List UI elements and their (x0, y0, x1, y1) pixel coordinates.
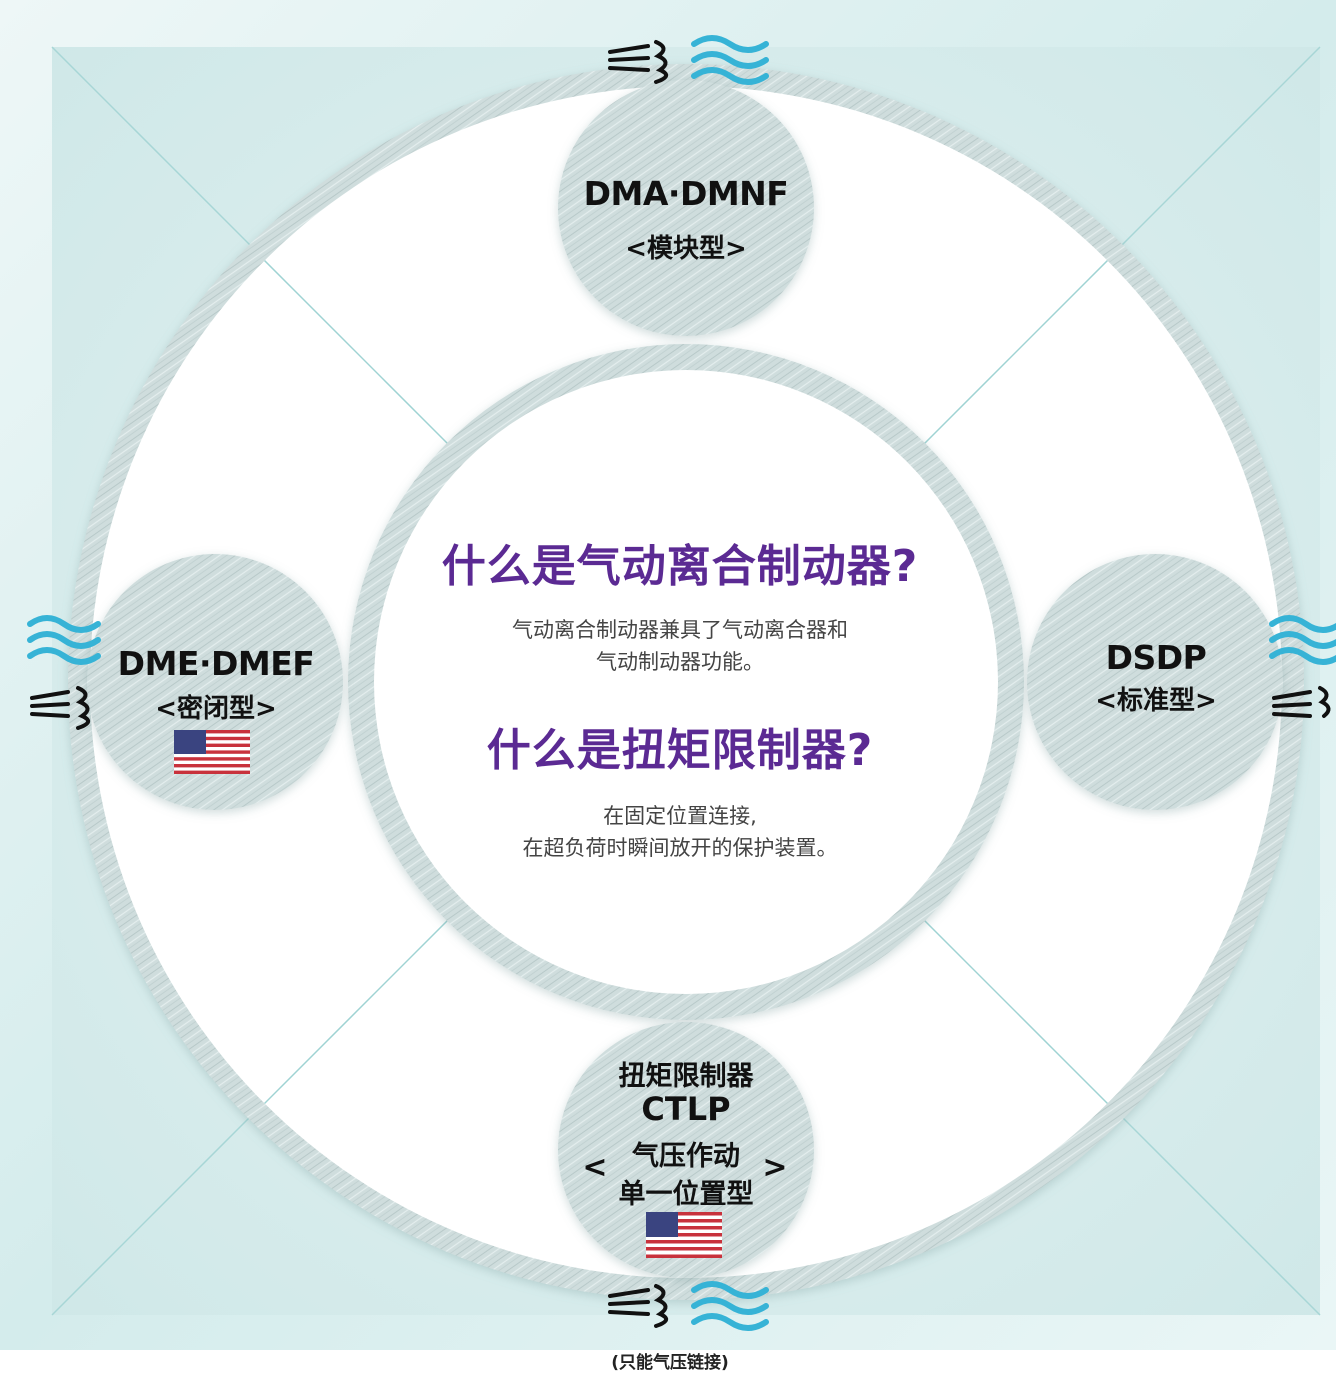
answer-clutch-brake-line1: 气动离合制动器兼具了气动离合器和 (512, 618, 848, 642)
node-bottom-line4: 单一位置型 (618, 1179, 754, 1210)
node-top-type: <模块型> (625, 234, 747, 264)
node-bottom-bracket-right: > (762, 1150, 788, 1185)
air-icon-top (608, 35, 769, 85)
question-torque-limiter: 什么是扭矩限制器? (486, 725, 874, 776)
node-disc-top (558, 80, 814, 336)
node-disc-right (1027, 554, 1283, 810)
node-disc-bottom (558, 1022, 814, 1278)
node-right-type: <标准型> (1095, 686, 1217, 716)
air-icon-right (1269, 615, 1336, 718)
us-flag-icon (646, 1212, 722, 1258)
pneumatic-only-note: (只能气压链接) (611, 1353, 729, 1373)
node-top-name: DMA·DMNF (583, 174, 789, 213)
node-bottom-line1: 扭矩限制器 (618, 1061, 754, 1092)
node-bottom-line3: 气压作动 (632, 1141, 740, 1172)
node-bottom-line2: CTLP (641, 1090, 731, 1128)
node-disc-left (87, 554, 343, 810)
air-icon-bottom (608, 1281, 769, 1331)
node-left-type: <密闭型> (155, 694, 277, 724)
node-right-name: DSDP (1105, 638, 1207, 677)
air-icon-left (27, 615, 101, 730)
answer-torque-limiter-line1: 在固定位置连接, (603, 804, 757, 828)
answer-clutch-brake-line2: 气动制动器功能。 (596, 650, 764, 674)
node-left-name: DME·DMEF (117, 644, 315, 683)
answer-torque-limiter-line2: 在超负荷时瞬间放开的保护装置。 (522, 836, 838, 860)
question-clutch-brake: 什么是气动离合制动器? (441, 541, 919, 592)
node-bottom-bracket-left: < (582, 1150, 608, 1185)
us-flag-icon (174, 730, 250, 774)
center-disc (374, 370, 998, 994)
